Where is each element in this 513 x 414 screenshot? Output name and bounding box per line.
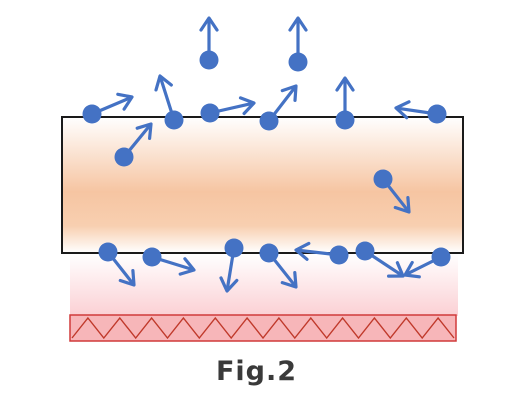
- arrow-icon: [393, 196, 411, 214]
- circle-dot-icon: [329, 245, 349, 265]
- particle-4: [154, 74, 184, 130]
- particle-13: [219, 238, 244, 293]
- particle-12: [142, 247, 196, 276]
- circle-dot-icon: [142, 247, 162, 267]
- circle-dot-icon: [200, 103, 220, 123]
- heat-glow: [70, 254, 458, 316]
- arrow-icon: [238, 96, 256, 116]
- particle-10: [373, 169, 411, 214]
- circle-dot-icon: [431, 247, 451, 267]
- circle-dot-icon: [427, 104, 447, 124]
- arrow-icon: [154, 74, 173, 92]
- circle-dot-icon: [98, 242, 118, 262]
- arrow-icon: [280, 84, 298, 103]
- arrow-icon: [394, 100, 411, 120]
- arrow-icon: [199, 16, 219, 32]
- circle-dot-icon: [224, 238, 244, 258]
- circle-dot-icon: [288, 52, 308, 72]
- particle-8: [394, 100, 447, 124]
- arrow-icon: [178, 257, 196, 276]
- circle-dot-icon: [199, 50, 219, 70]
- figure-caption: Fig.2: [215, 356, 298, 387]
- circle-dot-icon: [114, 147, 134, 167]
- particle-16: [355, 241, 405, 278]
- particle-7: [335, 76, 355, 130]
- particle-15: [294, 241, 349, 265]
- arrow-icon: [335, 76, 355, 92]
- particles: [82, 16, 451, 293]
- arrow-icon: [387, 261, 405, 278]
- slab: [61, 116, 464, 254]
- particle-11: [98, 242, 136, 287]
- circle-dot-icon: [164, 110, 184, 130]
- arrow-icon: [280, 271, 298, 289]
- arrow-icon: [219, 276, 239, 293]
- heater-zigzag: [71, 316, 455, 340]
- circle-dot-icon: [259, 243, 279, 263]
- arrow-icon: [288, 16, 308, 32]
- circle-dot-icon: [355, 241, 375, 261]
- particle-3: [82, 92, 134, 124]
- arrow-icon: [118, 269, 136, 287]
- particle-2: [288, 16, 308, 72]
- particle-17: [403, 247, 451, 279]
- arrow-icon: [135, 122, 153, 140]
- circle-dot-icon: [259, 111, 279, 131]
- heater: [69, 314, 457, 342]
- particle-5: [200, 96, 256, 123]
- arrow-icon: [403, 260, 421, 279]
- circle-dot-icon: [373, 169, 393, 189]
- circle-dot-icon: [82, 104, 102, 124]
- arrow-icon: [116, 92, 134, 111]
- particle-9: [114, 122, 153, 167]
- arrow-icon: [294, 241, 311, 261]
- particle-14: [259, 243, 298, 289]
- particle-6: [259, 84, 298, 131]
- particle-1: [199, 16, 219, 70]
- circle-dot-icon: [335, 110, 355, 130]
